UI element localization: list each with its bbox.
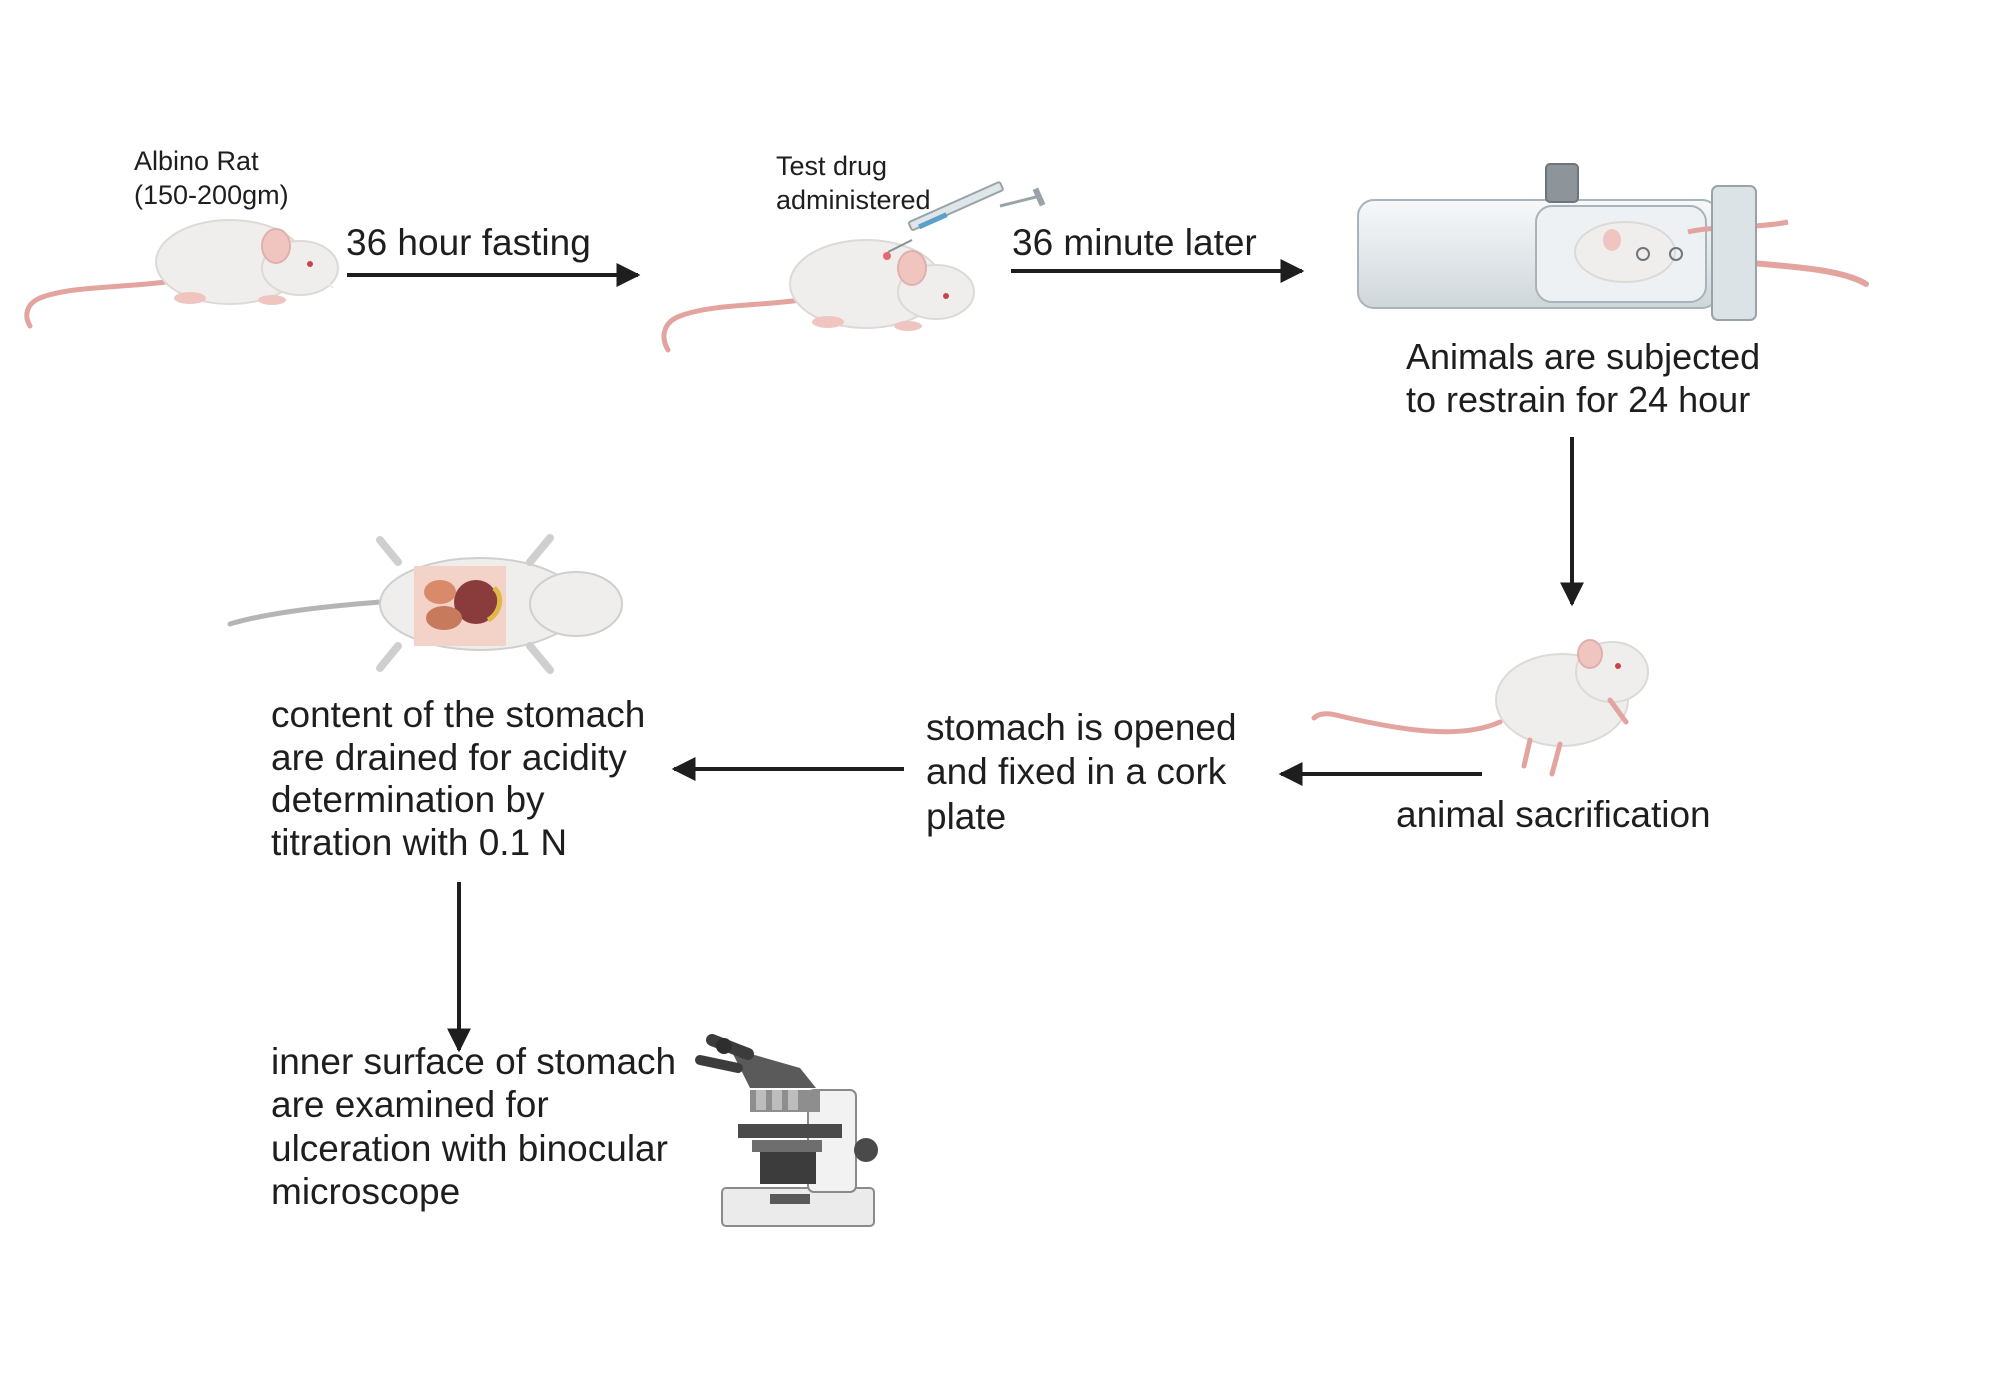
opened-label-line1: stomach is opened	[926, 707, 1237, 748]
examined-label-line2: are examined for	[271, 1084, 549, 1126]
later-label: 36 minute later	[1012, 222, 1257, 263]
rat-label: Albino Rat (150-200gm)	[134, 145, 289, 213]
restrain-label-line2: to restrain for 24 hour	[1406, 378, 1751, 420]
restrain-label-line1: Animals are subjected	[1406, 336, 1761, 377]
drug-label-line1: Test drug	[776, 151, 888, 181]
drained-label: content of the stomach are drained for a…	[271, 694, 645, 864]
examined-label-line4: microscope	[271, 1170, 461, 1212]
rat-icon	[661, 239, 975, 353]
dissected-rat-icon	[227, 534, 623, 674]
restrain-label: Animals are subjected to restrain for 24…	[1406, 336, 1760, 422]
examined-label: inner surface of stomach are examined fo…	[271, 1040, 676, 1213]
drug-label-line2: administered	[776, 184, 931, 215]
opened-label-line2: and fixed in a cork	[926, 751, 1227, 793]
drug-label: Test drug administered	[776, 150, 931, 218]
examined-label-line3: ulceration with binocular	[271, 1127, 668, 1169]
examined-label-line1: inner surface of stomach	[271, 1041, 677, 1082]
opened-label-line3: plate	[926, 795, 1007, 837]
restrainer-tube-icon	[1357, 163, 1869, 321]
rat-icon	[1311, 639, 1649, 777]
syringe-icon	[887, 181, 1046, 253]
rat-label-line2: (150-200gm)	[134, 179, 289, 210]
rat-icon	[24, 219, 339, 329]
opened-label: stomach is opened and fixed in a cork pl…	[926, 706, 1237, 839]
microscope-icon	[695, 1034, 878, 1227]
drained-label-line1: content of the stomach	[271, 694, 646, 735]
fasting-label: 36 hour fasting	[346, 222, 591, 263]
sacrifice-label: animal sacrification	[1396, 794, 1711, 835]
rat-label-line1: Albino Rat	[134, 146, 259, 176]
drained-label-line3: determination by	[271, 779, 545, 821]
drained-label-line2: are drained for acidity	[271, 736, 627, 778]
drained-label-line4: titration with 0.1 N	[271, 821, 568, 863]
